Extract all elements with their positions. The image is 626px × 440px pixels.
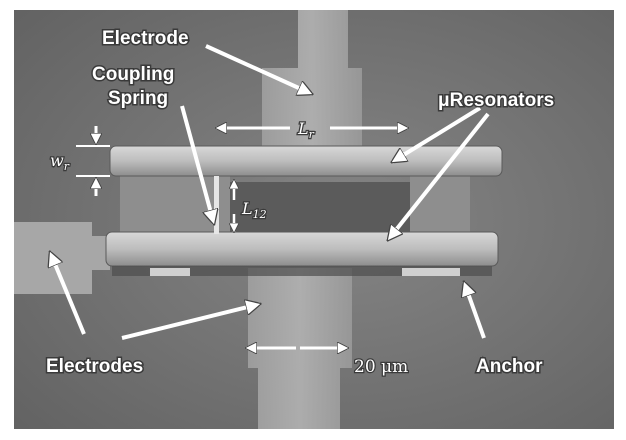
top-electrode (262, 10, 362, 150)
electrodes-label: Electrodes (46, 356, 143, 377)
coupling-spring-label-line1: Coupling (92, 64, 174, 85)
lower-beam-shadow (112, 266, 492, 276)
coupling-spring (214, 176, 219, 234)
scale-bar-label: 20 μm (354, 357, 408, 377)
resonators-label: μResonators (438, 90, 554, 111)
coupling-spring-label-line2: Spring (108, 88, 168, 109)
resonators-arrow-lower (388, 112, 490, 240)
electrode-arrow (205, 44, 312, 94)
inner-gap (230, 182, 410, 234)
lower-resonator-beam (105, 231, 499, 267)
anchor-arrow (464, 282, 486, 339)
wr-dimension-label: wr (50, 151, 70, 173)
lr-dimension-label: Lr (297, 119, 315, 141)
coupling-spring-arrow (180, 105, 214, 224)
right-anchor-pad (402, 268, 460, 276)
anchor-label: Anchor (476, 356, 543, 377)
left-anchor-pad (150, 268, 190, 276)
electrode-label: Electrode (102, 28, 189, 49)
resonators-arrow-upper (392, 106, 482, 164)
l12-dimension-label: L12 (241, 199, 267, 221)
electrodes-arrow-left (50, 252, 86, 335)
electrodes-arrow-right (121, 304, 260, 340)
